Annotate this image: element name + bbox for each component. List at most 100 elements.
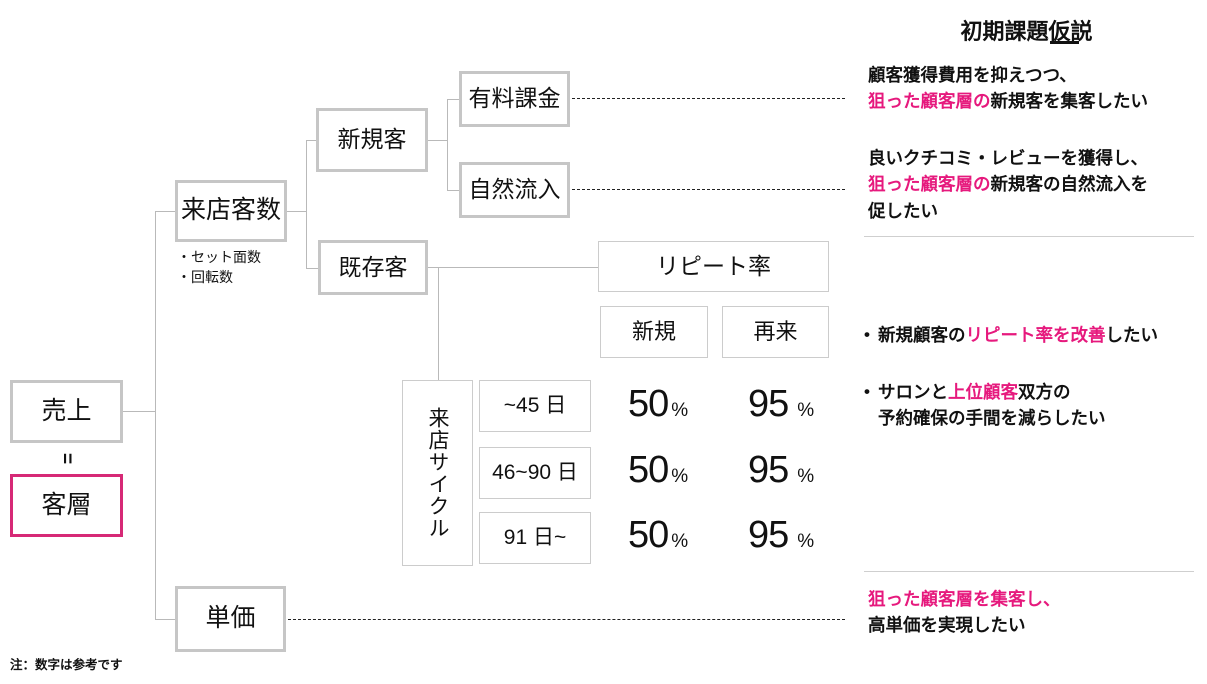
node-new-customers[interactable]: 新規客 [316, 108, 428, 172]
node-unit-price[interactable]: 単価 [175, 586, 286, 652]
equals-sign: = [56, 452, 77, 464]
hypothesis-line-text: 高単価を実現したい [868, 612, 1026, 638]
leader-unitprice [288, 619, 845, 620]
table-cell-new-rate: 50 % [628, 514, 688, 557]
plain-text: 双方の [1018, 382, 1071, 402]
table-title-repeat-rate: リピート率 [598, 241, 829, 292]
hypothesis-line-text: 良いクチコミ・レビューを獲得し、 [868, 145, 1148, 171]
visitor-count-subnotes: ・セット面数 ・回転数 [177, 249, 261, 286]
percent-symbol: % [797, 466, 815, 487]
bullet-icon: • [864, 325, 870, 344]
panel-divider [864, 236, 1194, 237]
table-title-label: リピート率 [656, 252, 771, 279]
node-organic-inflow[interactable]: 自然流入 [459, 162, 570, 218]
node-customer-segment[interactable]: 客層 [10, 474, 123, 537]
table-column-header-returning-label: 再来 [753, 318, 798, 344]
plain-text: したい [1105, 325, 1159, 345]
hypothesis-item: 狙った顧客層を集客し、高単価を実現したい [868, 586, 1198, 639]
panel-title-underline [1050, 41, 1079, 44]
table-cell-new-rate: 50 % [628, 449, 688, 492]
table-column-header-new: 新規 [600, 306, 708, 358]
highlighted-text: 狙った顧客層を集客し、 [868, 589, 1061, 609]
node-existing-customers-label: 既存客 [338, 253, 408, 280]
leader-organic [572, 189, 845, 190]
hypothesis-line: • サロンと上位顧客双方の [864, 379, 1194, 405]
connector-to-organic [447, 190, 459, 191]
hypothesis-line-text: 狙った顧客層の新規客の自然流入を [868, 171, 1148, 197]
table-column-header-new-label: 新規 [631, 318, 676, 344]
hypothesis-item: 良いクチコミ・レビューを獲得し、狙った顧客層の新規客の自然流入を促したい [868, 145, 1198, 224]
percent-symbol: % [671, 400, 689, 421]
table-row-group-label: 来店サイクル [426, 407, 450, 539]
plain-text: 新規客の自然流入を [990, 174, 1149, 195]
connector-sales-out [123, 411, 155, 412]
table-row-group-visit-cycle: 来店サイクル [402, 380, 473, 566]
percent-symbol: % [797, 400, 815, 421]
plain-text: 高単価を実現したい [868, 615, 1026, 636]
table-row-label-text: ~45 日 [503, 394, 567, 418]
table-row-label: ~45 日 [479, 380, 591, 432]
connector-trunk-new [447, 99, 448, 191]
table-cell-value: 95 [748, 514, 789, 556]
hypothesis-line-text: 促したい [868, 198, 938, 224]
node-visitor-count[interactable]: 来店客数 [175, 180, 287, 242]
table-row-label-text: 91 日~ [503, 526, 567, 550]
connector-trunk-main [155, 211, 156, 619]
panel-title: 初期課題仮説 [960, 19, 1093, 44]
table-cell-value: 50 [628, 514, 669, 556]
plain-text: 顧客獲得費用を抑えつつ、 [868, 65, 1077, 85]
bullet-icon: • [864, 382, 870, 401]
footnote: 注：数字は参考です [10, 658, 123, 672]
hypothesis-line: • 新規顧客のリピート率を改善したい [864, 322, 1194, 348]
table-row-label: 91 日~ [479, 512, 591, 564]
connector-existing-out [428, 267, 598, 268]
table-cell-returning-rate: 95 % [748, 449, 814, 492]
connector-trunk-existing [438, 267, 439, 380]
hypothesis-line-text: サロンと上位顧客双方の [878, 379, 1071, 405]
table-column-header-returning: 再来 [722, 306, 829, 358]
table-cell-value: 95 [748, 449, 789, 491]
hypothesis-line: 予約確保の手間を減らしたい [864, 405, 1194, 431]
leader-paid [572, 98, 845, 99]
table-cell-value: 95 [748, 383, 789, 425]
percent-symbol: % [671, 466, 689, 487]
connector-trunk-visitors [306, 140, 307, 268]
hypothesis-line-text: 顧客獲得費用を抑えつつ、 [868, 62, 1077, 88]
hypothesis-item: 顧客獲得費用を抑えつつ、狙った顧客層の新規客を集客したい [868, 62, 1198, 115]
panel-divider [864, 571, 1194, 572]
table-row-label: 46~90 日 [479, 447, 591, 499]
connector-to-visitors [155, 211, 175, 212]
hypothesis-line-text: 新規顧客のリピート率を改善したい [878, 322, 1158, 348]
table-cell-returning-rate: 95 % [748, 514, 814, 557]
node-paid-acquisition-label: 有料課金 [468, 85, 561, 112]
percent-symbol: % [797, 531, 815, 552]
plain-text: 新規客を集客したい [990, 91, 1149, 112]
hypothesis-line: 狙った顧客層の新規客を集客したい [868, 88, 1198, 114]
table-row-label-text: 46~90 日 [492, 461, 578, 485]
node-visitor-count-label: 来店客数 [180, 196, 281, 225]
highlighted-text: 狙った顧客層の [868, 91, 991, 112]
highlighted-text: リピート率を改善 [965, 325, 1106, 345]
bullet-icon [864, 405, 878, 431]
node-existing-customers[interactable]: 既存客 [318, 240, 428, 295]
highlighted-text: 上位顧客 [948, 382, 1018, 402]
hypothesis-line-text: 予約確保の手間を減らしたい [878, 405, 1106, 431]
table-cell-returning-rate: 95 % [748, 383, 814, 426]
node-sales[interactable]: 売上 [10, 380, 123, 443]
connector-to-new [306, 140, 316, 141]
node-sales-label: 売上 [41, 396, 92, 425]
node-unit-price-label: 単価 [205, 604, 256, 633]
node-paid-acquisition[interactable]: 有料課金 [459, 71, 570, 127]
plain-text: 新規顧客の [878, 325, 966, 345]
plain-text: 予約確保の手間を減らしたい [878, 408, 1106, 429]
hypothesis-line: 高単価を実現したい [868, 612, 1198, 638]
connector-new-out [428, 140, 447, 141]
node-customer-segment-label: 客層 [41, 490, 92, 519]
percent-symbol: % [671, 531, 689, 552]
node-organic-inflow-label: 自然流入 [468, 176, 561, 203]
node-new-customers-label: 新規客 [337, 126, 407, 153]
hypothesis-line: 良いクチコミ・レビューを獲得し、 [868, 145, 1198, 171]
hypothesis-item: • 新規顧客のリピート率を改善したい [864, 322, 1194, 348]
hypothesis-panel: 初期課題仮説 顧客獲得費用を抑えつつ、狙った顧客層の新規客を集客したい 良いクチ… [864, 0, 1204, 684]
